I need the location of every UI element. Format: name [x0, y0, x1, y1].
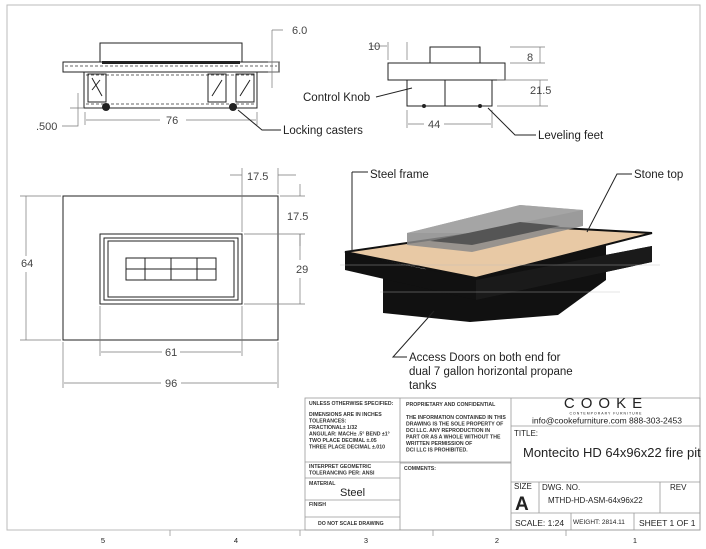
contact-info: info@cookefurniture.com 888-303-2453	[532, 416, 682, 426]
title-label: TITLE:	[514, 429, 538, 438]
prop-4: PART OR AS A WHOLE WITHOUT THE	[406, 435, 501, 441]
caster-right	[229, 103, 237, 111]
material-value: Steel	[340, 487, 365, 499]
dim-depth-64: 64	[21, 258, 33, 270]
prop-3: DCI LLC. ANY REPRODUCTION IN	[406, 428, 490, 434]
tol-5: TWO PLACE DECIMAL ±.05	[309, 438, 377, 444]
tol-1: DIMENSIONS ARE IN INCHES	[309, 412, 382, 418]
dim-width-96: 96	[165, 378, 177, 390]
tol-6: THREE PLACE DECIMAL ±.010	[309, 445, 385, 451]
dim-height-21-5: 21.5	[530, 85, 551, 97]
do-not-scale: DO NOT SCALE DRAWING	[318, 521, 384, 527]
prop-1: THE INFORMATION CONTAINED IN THIS	[406, 415, 506, 421]
finish-label: FINISH	[309, 502, 326, 508]
2: 3	[364, 536, 368, 545]
dim-side-margin: 17.5	[247, 171, 268, 183]
prop-6: DCI LLC IS PROHIBITED.	[406, 448, 468, 454]
rev-label: REV	[670, 483, 687, 492]
callout-stone-top: Stone top	[634, 169, 683, 181]
caster-left	[102, 103, 110, 111]
zone-labels: 5 4 3 2 1	[101, 530, 637, 545]
side-view: 10 8 21.5 44 Control Knob Leveling feet	[303, 41, 604, 142]
unless: UNLESS OTHERWISE SPECIFIED:	[309, 401, 394, 407]
1: 4	[234, 536, 238, 545]
weight: WEIGHT: 2814.11	[573, 519, 625, 526]
drawing-number: MTHD-HD-ASM-64x96x22	[548, 496, 643, 505]
title-block: UNLESS OTHERWISE SPECIFIED: DIMENSIONS A…	[304, 395, 701, 531]
dim-width-76: 76	[166, 115, 178, 127]
iso-view: Steel frame Stone top Access Doors on bo…	[340, 169, 683, 392]
dim-clearance: .500	[36, 121, 57, 133]
material-label: MATERIAL	[309, 481, 336, 487]
front-view: 6.0 76 .500 Locking casters	[36, 25, 363, 137]
dim-top-8: 8	[527, 52, 533, 64]
callout-steel-frame: Steel frame	[370, 169, 429, 181]
0: 5	[101, 536, 105, 545]
size: A	[515, 494, 529, 515]
plan-view: 17.5 17.5 29 64 61 96	[20, 168, 308, 390]
comments: COMMENTS:	[404, 466, 436, 472]
size-label: SIZE	[514, 482, 532, 491]
body-outline	[83, 71, 258, 109]
sheet: SHEET 1 OF 1	[639, 518, 696, 528]
interpret-2: TOLERANCING PER: ANSI	[309, 471, 375, 477]
scale: SCALE: 1:24	[515, 518, 564, 528]
callout-locking-casters: Locking casters	[283, 125, 363, 137]
cooke-logo: COOKE	[564, 395, 648, 412]
prop-5: WRITTEN PERMISSION OF	[406, 441, 472, 447]
4: 1	[633, 536, 637, 545]
tol-4: ANGULAR: MACH± .5° BEND ±1°	[309, 432, 390, 438]
3: 2	[495, 536, 499, 545]
tol-3: FRACTIONAL± 1/32	[309, 425, 357, 431]
drawing-title: Montecito HD 64x96x22 fire pit	[523, 445, 701, 460]
dwg-label: DWG. NO.	[542, 483, 580, 492]
interpret-1: INTERPRET GEOMETRIC	[309, 464, 372, 470]
prop-2: DRAWING IS THE SOLE PROPERTY OF	[406, 422, 503, 428]
dim-top-height: 6.0	[292, 25, 307, 37]
tol-2: TOLERANCES:	[309, 419, 347, 425]
stone-top-outline	[99, 42, 243, 63]
dim-burner-depth: 29	[296, 264, 308, 276]
logo-sub: CONTEMPORARY FURNITURE	[569, 412, 642, 416]
callout-access-doors-2: dual 7 gallon horizontal propane	[409, 366, 573, 378]
dim-offset-10: 10	[368, 41, 380, 53]
callout-access-doors-3: tanks	[409, 380, 437, 392]
callout-leveling-feet: Leveling feet	[538, 130, 604, 142]
callout-control-knob: Control Knob	[303, 92, 370, 104]
dim-top-margin: 17.5	[287, 211, 308, 223]
proprietary: PROPRIETARY AND CONFIDENTIAL	[406, 402, 496, 408]
callout-access-doors-1: Access Doors on both end for	[409, 352, 561, 364]
dim-burner-width: 61	[165, 347, 177, 359]
dim-width-44: 44	[428, 119, 440, 131]
